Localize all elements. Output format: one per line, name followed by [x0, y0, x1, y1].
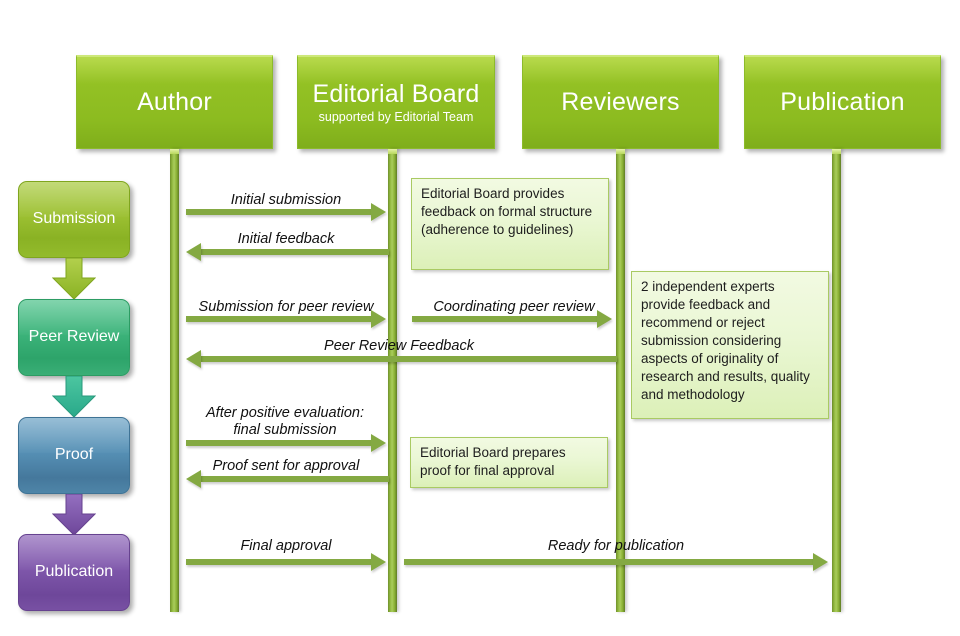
stage-arrow-proof-to-publication	[52, 494, 96, 536]
stage-arrow-peer-review-to-proof	[52, 376, 96, 418]
note-text: Editorial Board provides feedback on for…	[421, 186, 593, 237]
lifeline-author	[170, 149, 179, 612]
message-label-peer-review-feedback: Peer Review Feedback	[324, 338, 474, 354]
stage-submission[interactable]: Submission	[18, 181, 130, 258]
lane-title: Editorial Board	[312, 79, 480, 108]
stage-proof[interactable]: Proof	[18, 417, 130, 494]
stage-arrow-submission-to-peer-review	[52, 258, 96, 300]
lifeline-editorial-board	[388, 149, 397, 612]
stage-label: Peer Review	[28, 328, 120, 346]
message-label-initial-feedback: Initial feedback	[237, 231, 335, 247]
note-reviewers-criteria: 2 independent experts provide feedback a…	[631, 271, 829, 419]
lifeline-reviewers	[616, 149, 625, 612]
note-text: 2 independent experts provide feedback a…	[641, 279, 810, 402]
lifeline-cap-publication	[832, 149, 841, 154]
message-label-submission-for-peer-review: Submission for peer review	[198, 299, 374, 315]
stage-label: Proof	[54, 446, 94, 464]
lane-title: Publication	[780, 87, 905, 116]
note-text: Editorial Board prepares proof for final…	[420, 445, 566, 478]
lane-header-editorial-board[interactable]: Editorial Board supported by Editorial T…	[297, 55, 495, 149]
lifeline-publication	[832, 149, 841, 612]
stage-peer-review[interactable]: Peer Review	[18, 299, 130, 376]
message-label-proof-sent-for-approval: Proof sent for approval	[212, 458, 360, 474]
lane-header-publication[interactable]: Publication	[744, 55, 941, 149]
lane-title: Reviewers	[561, 87, 680, 116]
stage-label: Publication	[34, 563, 114, 581]
stage-label: Submission	[32, 210, 116, 228]
message-label-initial-submission: Initial submission	[230, 192, 342, 208]
message-label-ready-for-publication: Ready for publication	[547, 538, 685, 554]
stage-publication[interactable]: Publication	[18, 534, 130, 611]
lane-header-reviewers[interactable]: Reviewers	[522, 55, 719, 149]
note-editorial-board-feedback: Editorial Board provides feedback on for…	[411, 178, 609, 270]
message-label-final-approval: Final approval	[240, 538, 332, 554]
lifeline-cap-author	[170, 149, 179, 154]
message-label-after-positive-evaluation: After positive evaluation: final submiss…	[206, 405, 364, 439]
lifeline-cap-reviewers	[616, 149, 625, 154]
lane-header-author[interactable]: Author	[76, 55, 273, 149]
note-editorial-board-proof: Editorial Board prepares proof for final…	[410, 437, 608, 488]
message-label-coordinating-peer-review: Coordinating peer review	[433, 299, 595, 315]
lifeline-cap-editorial-board	[388, 149, 397, 154]
lane-title: Author	[137, 87, 212, 116]
lane-subtitle: supported by Editorial Team	[318, 110, 474, 125]
